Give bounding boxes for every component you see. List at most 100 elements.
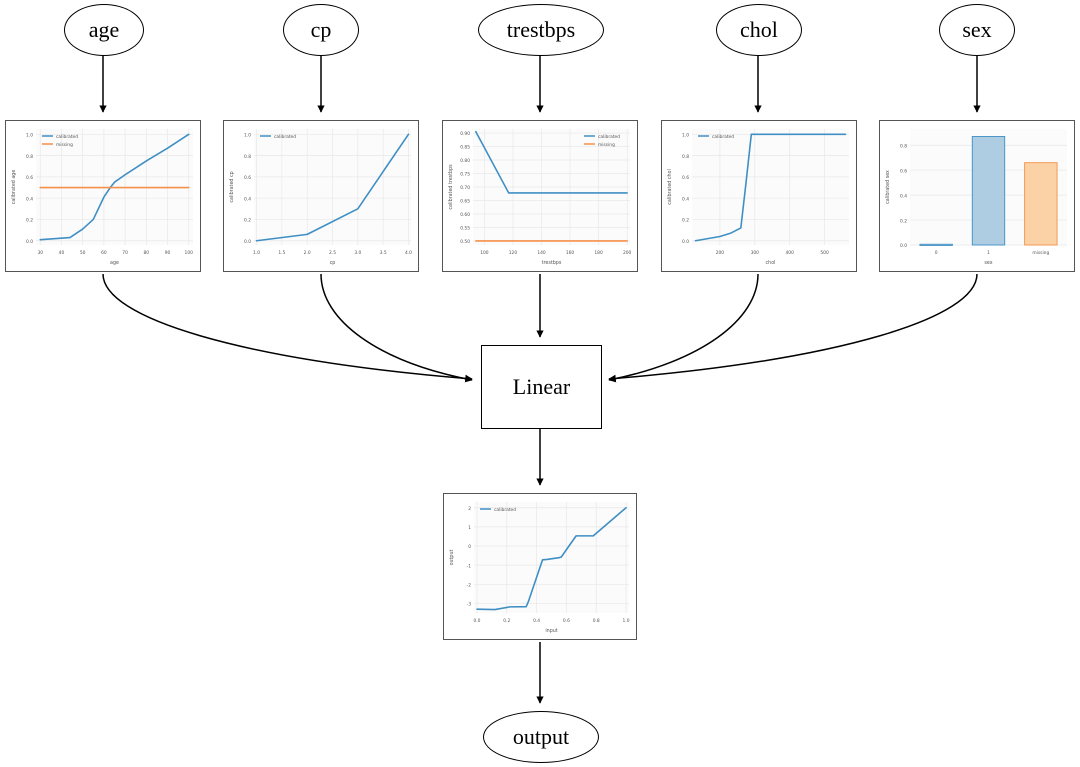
y-axis-label: calibrated sex: [885, 170, 891, 204]
svg-text:300: 300: [751, 250, 760, 256]
edge-age-plot-to-linear: [102, 273, 473, 383]
svg-text:1.5: 1.5: [278, 250, 285, 256]
svg-text:400: 400: [785, 250, 794, 256]
svg-text:0.2: 0.2: [244, 218, 251, 224]
svg-text:0.2: 0.2: [682, 218, 689, 224]
svg-text:40: 40: [59, 250, 65, 256]
svg-text:2: 2: [468, 506, 471, 512]
svg-text:1.0: 1.0: [682, 133, 689, 139]
svg-text:1: 1: [987, 250, 990, 256]
svg-text:0.75: 0.75: [460, 172, 470, 178]
svg-text:3.0: 3.0: [354, 250, 361, 256]
node-chol[interactable]: chol: [716, 4, 802, 56]
svg-text:calibrated: calibrated: [274, 134, 296, 140]
svg-text:0.0: 0.0: [473, 618, 480, 624]
svg-text:0.6: 0.6: [900, 168, 907, 174]
node-age-label: age: [88, 17, 120, 42]
x-axis-label: cp: [330, 261, 336, 266]
svg-text:0.6: 0.6: [244, 175, 251, 181]
edge-chol-plot-to-linear: [608, 273, 759, 383]
svg-text:70: 70: [122, 250, 128, 256]
svg-text:0.65: 0.65: [460, 199, 470, 205]
svg-text:60: 60: [101, 250, 107, 256]
svg-text:2.5: 2.5: [329, 250, 336, 256]
svg-text:0.4: 0.4: [682, 196, 689, 202]
svg-text:-3: -3: [467, 602, 472, 608]
series-calibrated: [475, 130, 628, 194]
svg-text:0.80: 0.80: [460, 158, 470, 164]
node-output[interactable]: output: [483, 711, 599, 763]
svg-text:200: 200: [716, 250, 725, 256]
svg-text:0.4: 0.4: [900, 193, 907, 199]
series-calibrated: [694, 133, 847, 242]
node-linear-label: Linear: [512, 374, 571, 399]
svg-text:1.0: 1.0: [244, 133, 251, 139]
svg-text:2.0: 2.0: [304, 250, 311, 256]
svg-text:0.8: 0.8: [682, 154, 689, 160]
svg-text:120: 120: [509, 250, 518, 256]
svg-text:0.90: 0.90: [460, 131, 470, 137]
svg-text:90: 90: [165, 250, 171, 256]
svg-text:1: 1: [468, 525, 471, 531]
svg-text:calibrated: calibrated: [712, 134, 734, 140]
svg-text:1.0: 1.0: [623, 618, 630, 624]
edge-sex-plot-to-linear: [608, 273, 978, 383]
svg-text:0.0: 0.0: [26, 239, 33, 245]
svg-text:1.0: 1.0: [26, 133, 33, 139]
svg-text:-2: -2: [467, 582, 472, 588]
edge-cp-plot-to-linear: [320, 273, 473, 383]
svg-text:100: 100: [480, 250, 489, 256]
svg-text:200: 200: [623, 250, 632, 256]
svg-text:missing: missing: [1032, 250, 1049, 256]
svg-text:0: 0: [468, 544, 471, 550]
x-axis-label: chol: [766, 260, 776, 266]
svg-text:0.4: 0.4: [26, 196, 33, 202]
svg-text:0.70: 0.70: [460, 185, 470, 191]
svg-text:0.8: 0.8: [26, 154, 33, 160]
svg-text:missing: missing: [56, 142, 73, 148]
svg-text:160: 160: [566, 250, 575, 256]
x-axis-label: input: [545, 628, 557, 634]
svg-text:0.6: 0.6: [682, 175, 689, 181]
svg-text:180: 180: [594, 250, 603, 256]
svg-text:0.6: 0.6: [26, 175, 33, 181]
node-chol-label: chol: [740, 17, 778, 42]
svg-text:0.2: 0.2: [503, 618, 510, 624]
node-trestbps-label: trestbps: [506, 17, 576, 42]
svg-text:30: 30: [37, 250, 43, 256]
svg-text:3.5: 3.5: [380, 250, 387, 256]
svg-text:0.4: 0.4: [244, 196, 251, 202]
x-axis-label: age: [110, 261, 119, 266]
node-cp[interactable]: cp: [283, 4, 359, 56]
y-axis-label: calibrated trestbps: [448, 164, 454, 210]
svg-text:0.0: 0.0: [244, 239, 251, 245]
x-axis-label: sex: [984, 261, 992, 266]
svg-text:calibrated: calibrated: [494, 507, 516, 513]
svg-text:missing: missing: [598, 142, 615, 148]
svg-text:1.0: 1.0: [253, 250, 260, 256]
svg-text:0.4: 0.4: [533, 618, 540, 624]
node-cp-label: cp: [310, 17, 332, 42]
node-linear[interactable]: Linear: [481, 345, 602, 429]
node-sex[interactable]: sex: [939, 4, 1015, 56]
svg-text:50: 50: [80, 250, 86, 256]
node-trestbps[interactable]: trestbps: [478, 4, 604, 56]
series-calibrated: [255, 133, 410, 242]
svg-text:500: 500: [820, 250, 829, 256]
svg-text:0.8: 0.8: [244, 154, 251, 160]
svg-text:0.8: 0.8: [900, 143, 907, 149]
svg-text:0.60: 0.60: [460, 212, 470, 218]
node-age[interactable]: age: [64, 4, 144, 56]
svg-text:80: 80: [144, 250, 150, 256]
svg-text:0.85: 0.85: [460, 145, 470, 151]
